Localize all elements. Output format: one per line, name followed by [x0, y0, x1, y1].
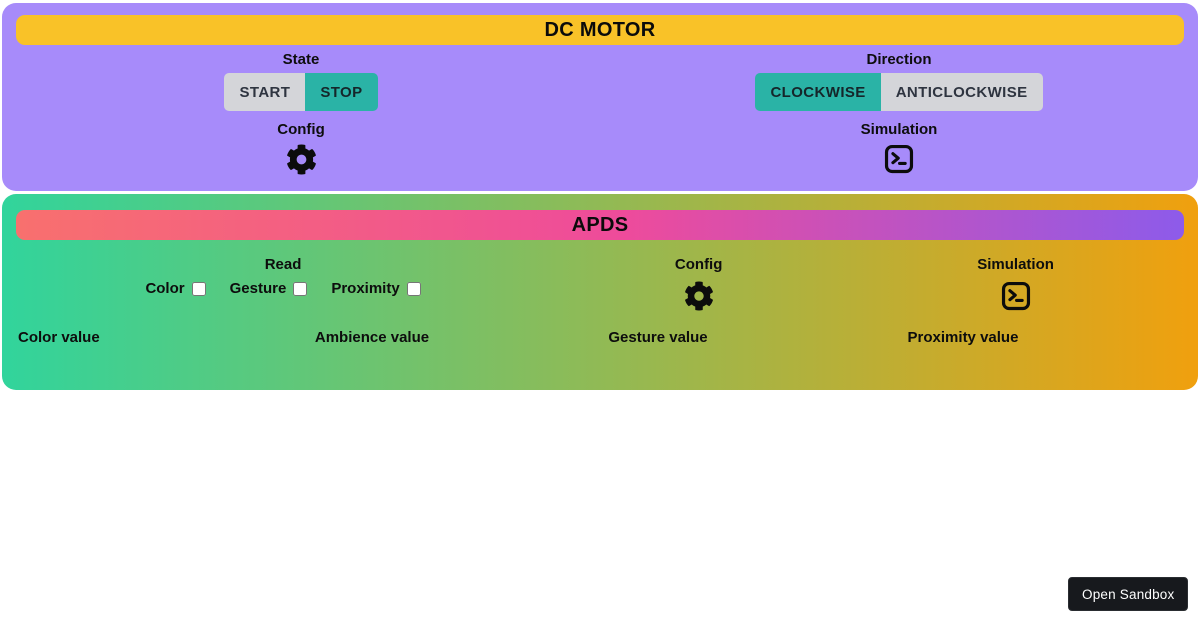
- anticlockwise-button[interactable]: ANTICLOCKWISE: [880, 73, 1043, 111]
- direction-toggle-group: CLOCKWISE ANTICLOCKWISE: [755, 73, 1043, 111]
- dc-state-config-column: State START STOP Config: [2, 45, 600, 175]
- clockwise-button[interactable]: CLOCKWISE: [755, 73, 881, 111]
- read-checkbox-row: Color Gesture Proximity: [145, 280, 421, 297]
- apds-simulation-label: Simulation: [977, 256, 1054, 273]
- gesture-checkbox-label: Gesture: [229, 280, 287, 297]
- apds-config-label: Config: [674, 256, 723, 273]
- terminal-icon: [884, 144, 914, 177]
- start-button[interactable]: START: [224, 73, 306, 111]
- apds-title: APDS: [571, 213, 629, 236]
- direction-label: Direction: [866, 51, 932, 68]
- dc-simulation-label: Simulation: [860, 121, 938, 138]
- apds-read-column: Read Color Gesture Proximity: [2, 240, 564, 311]
- color-checkbox-item[interactable]: Color: [145, 280, 206, 297]
- state-toggle-group: START STOP: [224, 73, 378, 111]
- gear-icon: [684, 281, 714, 314]
- apds-section: APDS Read Color Gesture Proximity: [2, 194, 1198, 390]
- color-checkbox-label: Color: [145, 280, 185, 297]
- state-label: State: [282, 51, 320, 68]
- dc-motor-controls: State START STOP Config Direction CLOCKW…: [2, 45, 1198, 175]
- gear-icon: [286, 144, 317, 178]
- dc-direction-simulation-column: Direction CLOCKWISE ANTICLOCKWISE Simula…: [600, 45, 1198, 175]
- apds-header: APDS: [16, 210, 1184, 240]
- color-value-label: Color value: [18, 329, 100, 346]
- gesture-value-label: Gesture value: [608, 329, 708, 346]
- dc-config-label: Config: [277, 121, 325, 138]
- dc-motor-header: DC MOTOR: [16, 15, 1184, 45]
- dc-simulation-button[interactable]: [884, 144, 914, 174]
- ambience-value-label: Ambience value: [314, 329, 430, 346]
- dc-config-button[interactable]: [286, 144, 317, 175]
- apds-config-column: Config: [564, 240, 833, 311]
- terminal-icon: [1001, 281, 1031, 314]
- proximity-checkbox-label: Proximity: [331, 280, 400, 297]
- open-sandbox-button[interactable]: Open Sandbox: [1068, 577, 1189, 611]
- read-label: Read: [264, 256, 302, 273]
- apds-controls: Read Color Gesture Proximity Config: [2, 240, 1198, 311]
- dc-motor-section: DC MOTOR State START STOP Config Directi…: [2, 3, 1198, 191]
- stop-button[interactable]: STOP: [305, 73, 378, 111]
- proximity-checkbox[interactable]: [406, 281, 421, 296]
- apds-values-row: Color value Ambience value Gesture value…: [2, 329, 1198, 346]
- gesture-checkbox-item[interactable]: Gesture: [230, 280, 308, 297]
- color-checkbox[interactable]: [191, 281, 206, 296]
- dc-motor-title: DC MOTOR: [544, 18, 656, 41]
- apds-simulation-column: Simulation: [833, 240, 1198, 311]
- apds-config-button[interactable]: [684, 281, 714, 311]
- proximity-value-label: Proximity value: [907, 329, 1019, 346]
- gesture-checkbox[interactable]: [293, 281, 308, 296]
- proximity-checkbox-item[interactable]: Proximity: [331, 280, 421, 297]
- apds-simulation-button[interactable]: [1001, 281, 1031, 311]
